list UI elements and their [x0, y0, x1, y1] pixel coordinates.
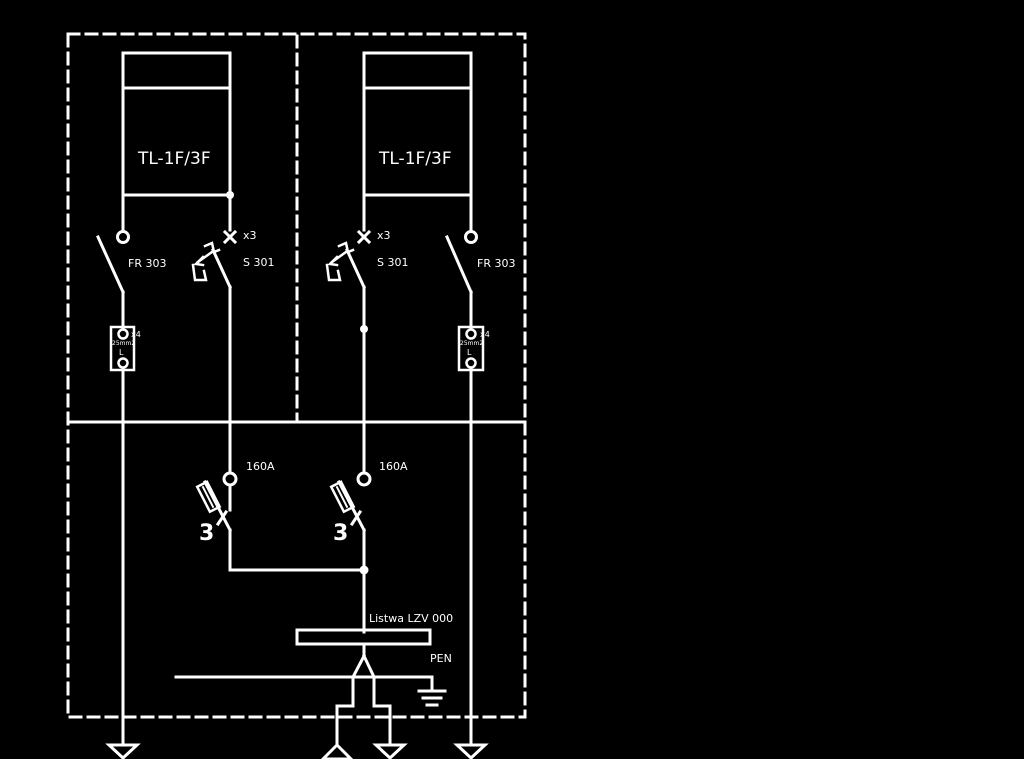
center-left-output-icon [320, 742, 354, 759]
pen-label: PEN [430, 652, 452, 665]
right-terminal-label: L [467, 348, 472, 357]
split-right [362, 654, 392, 747]
left-terminal-label: L [119, 348, 124, 357]
right-fuse-rating: 160A [379, 460, 408, 473]
right-fuse-body [329, 480, 356, 514]
fuse-join-dot [359, 565, 369, 575]
left-switch-label: FR 303 [128, 257, 166, 270]
right-unit-box [362, 51, 473, 197]
earth-icon [417, 689, 447, 707]
left-breaker-x-b [222, 229, 238, 245]
right-terminal-multiplier: x4 [480, 330, 490, 339]
right-switch-terminal [464, 230, 478, 244]
left-fuse-poles: 3 [199, 521, 214, 546]
right-breaker-label: S 301 [377, 256, 408, 269]
left-terminal-size: 25mm2 [112, 340, 135, 347]
right-breaker-blade [345, 248, 366, 289]
right-ground-icon [453, 743, 489, 759]
left-breaker-multiplier: x3 [243, 229, 257, 242]
bus-bar-label: Listwa LZV 000 [369, 612, 453, 625]
left-unit-label: TL-1F/3F [137, 149, 211, 169]
right-fuse [329, 471, 372, 634]
right-terminal-size: 25mm2 [460, 340, 483, 347]
right-unit-label: TL-1F/3F [378, 149, 452, 169]
right-switch-label: FR 303 [477, 257, 515, 270]
center-right-output-icon [372, 743, 408, 759]
right-switch-blade [445, 235, 473, 294]
left-switch-terminal [116, 230, 130, 244]
left-fuse-blade [202, 479, 233, 533]
left-unit-junction-dot [226, 191, 234, 199]
left-fuse [195, 471, 238, 572]
split-left [335, 653, 367, 747]
left-terminal-multiplier: x4 [131, 330, 141, 339]
left-ground-icon [105, 743, 141, 759]
left-breaker-blade [211, 248, 232, 289]
enclosure-outline [66, 32, 527, 719]
right-breaker-x-b [356, 229, 372, 245]
left-switch-blade [96, 235, 125, 294]
left-section [96, 51, 238, 759]
right-section [325, 51, 489, 759]
left-breaker-trip-icon [191, 241, 221, 282]
left-unit-box [121, 51, 232, 197]
left-fuse-body [195, 480, 222, 514]
left-fuse-rating: 160A [246, 460, 275, 473]
left-breaker-label: S 301 [243, 256, 274, 269]
right-fuse-poles: 3 [333, 521, 348, 546]
right-fuse-blade [336, 479, 367, 533]
right-breaker-multiplier: x3 [377, 229, 391, 242]
right-breaker-trip-icon [325, 241, 355, 282]
right-breaker-junction-dot [360, 325, 368, 333]
